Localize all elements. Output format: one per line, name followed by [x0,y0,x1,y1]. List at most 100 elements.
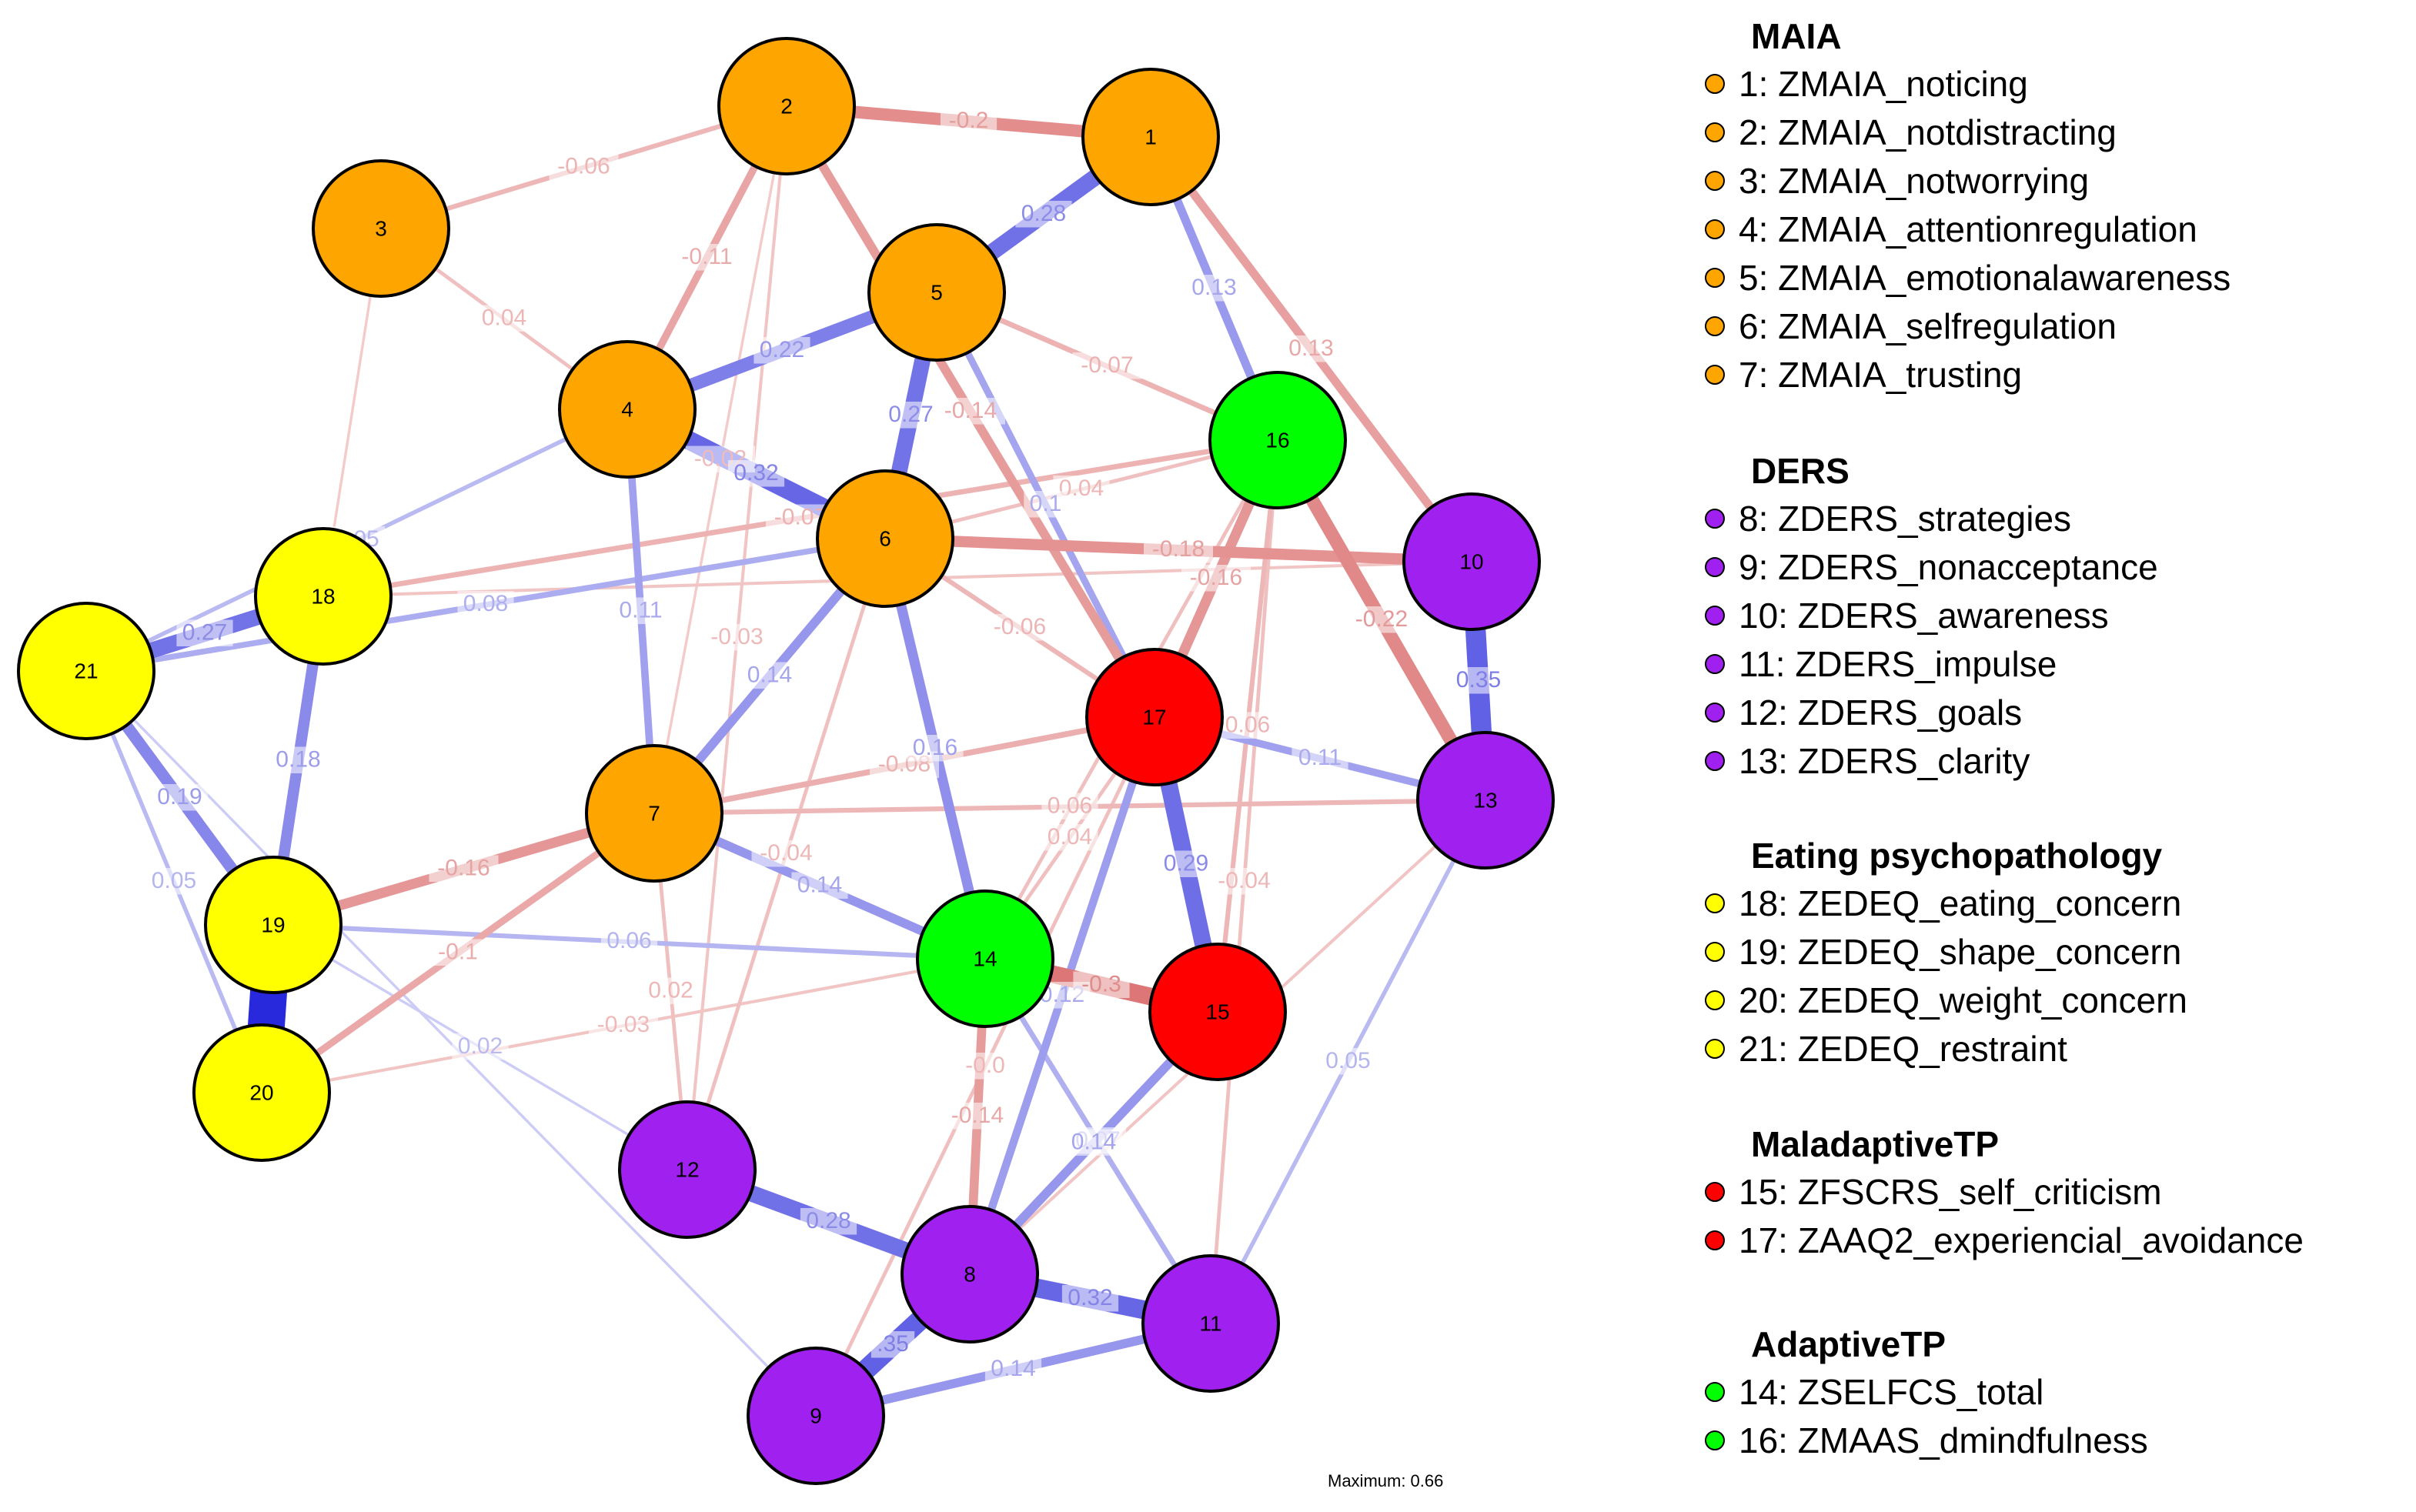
node-3 [312,159,450,298]
node-14 [916,890,1054,1028]
edge-label-bg-16-17 [1181,565,1251,592]
edge-label-bg-6-17 [985,614,1054,641]
legend-item: 2: ZMAIA_notdistracting [1705,112,2117,153]
edge-label-bg-2-4 [672,244,742,271]
legend-item: 10: ZDERS_awareness [1705,595,2109,636]
edge-label-6-7: 0.14 [747,662,792,687]
node-label-17: 17 [1142,705,1166,729]
legend-item: 3: ZMAIA_notworrying [1705,160,2089,202]
legend-dot-icon [1705,605,1725,626]
node-label-16: 16 [1265,428,1289,452]
legend-item-label: 11: ZDERS_impulse [1739,644,2057,684]
node-11 [1141,1254,1280,1393]
edge-label-bg-5-16 [1072,352,1142,379]
edge-label-bg-16-13 [1347,606,1416,633]
legend-dot-icon [1705,267,1725,288]
node-label-21: 21 [74,659,98,683]
edge-label-10-13: 0.35 [1456,667,1501,693]
edge-label-bg-1-10 [1282,335,1340,362]
node-6 [816,469,954,608]
legend-item: 4: ZMAIA_attentionregulation [1705,209,2197,250]
edge-label-bg-6-10 [1144,536,1213,563]
edge-label-bg-4-5 [754,337,810,364]
edge-label-6-17: -0.06 [994,614,1046,639]
node-label-9: 9 [810,1404,822,1427]
node-20 [192,1023,331,1162]
node-21 [17,602,155,740]
edge-label-bg-12-6 [751,840,821,867]
edge-label-bg-19-12 [452,1033,509,1060]
edge-label-bg-8-15 [1065,1129,1122,1156]
edge-label-bg-6-14 [907,735,964,762]
edge-label-bg-17-13 [1292,745,1348,772]
edge-label-1-2: -0.2 [949,108,989,133]
edge-label-17-13: 0.11 [1298,745,1342,770]
legend-item: 15: ZFSCRS_self_criticism [1705,1171,2162,1213]
edge-label-bg-7-12 [642,977,700,1004]
edge-label-bg-15-17 [1158,850,1215,877]
node-label-13: 13 [1473,788,1497,812]
edge-label-12-6: -0.04 [760,840,812,866]
legend-item: 21: ZEDEQ_restraint [1705,1028,2067,1070]
edge-label-2-4: -0.11 [681,244,732,269]
legend-dot-icon [1705,73,1725,94]
legend-dot-icon [1705,750,1725,771]
legend-item-label: 3: ZMAIA_notworrying [1739,161,2090,201]
legend-item-label: 2: ZMAIA_notdistracting [1739,112,2117,152]
node-label-12: 12 [675,1157,699,1181]
legend-item-label: 18: ZEDEQ_eating_concern [1739,883,2182,923]
node-label-5: 5 [931,280,943,304]
edge-label-bg-19-14 [600,928,658,955]
edge-label-bg-2-17 [936,398,1005,425]
node-label-1: 1 [1145,125,1157,149]
legend-item-label: 17: ZAAQ2_experiencial_avoidance [1739,1220,2304,1260]
edge-label-bg-12-2 [702,624,772,651]
legend-dot-icon [1705,508,1725,529]
legend-item: 14: ZSELFCS_total [1705,1371,2043,1413]
edge-label-1-5: 0.28 [1021,201,1066,226]
legend-dot-icon [1705,1181,1725,1202]
node-18 [254,527,393,666]
legend-item: 7: ZMAIA_trusting [1705,354,2022,396]
node-label-11: 11 [1199,1311,1221,1335]
node-label-18: 18 [311,584,335,608]
edge-label-6-14: 0.16 [913,735,957,760]
edge-label-bg-21-6 [457,591,514,618]
edge-label-20-7: -0.1 [438,939,478,964]
edge-label-11-16: -0.04 [1218,868,1270,893]
edge-label-bg-10-13 [1450,667,1507,694]
node-label-14: 14 [973,946,997,970]
edge-label-bg-1-16 [1185,275,1243,302]
legend-item: 11: ZDERS_impulse [1705,643,2057,685]
edge-label-bg-5-6 [882,402,940,429]
node-19 [204,856,343,994]
legend-item-label: 14: ZSELFCS_total [1739,1372,2044,1412]
legend-item-label: 12: ZDERS_goals [1739,693,2023,733]
edge-label-7-12: 0.02 [648,977,693,1003]
edge-label-bg-2-3 [549,153,619,180]
network-edge-labels: -0.020.02-0.030.03-0.030.040.040.04-0.04… [145,108,1507,1383]
edge-label-1-10: 0.13 [1288,335,1333,361]
edge-label-bg-3-4 [476,305,533,332]
edge-label-1-16: 0.13 [1191,275,1236,300]
legend-dot-icon [1705,315,1725,336]
legend-item: 16: ZMAAS_dmindfulness [1705,1420,2148,1461]
edge-label-bg-8-14 [943,1103,1012,1130]
node-4 [558,340,697,479]
legend-item-label: 7: ZMAIA_trusting [1739,355,2023,395]
legend-group-title-0: MAIA [1751,16,1842,56]
node-label-3: 3 [375,216,387,240]
node-label-15: 15 [1205,1000,1229,1023]
node-5 [867,223,1006,362]
edge-label-4-7: 0.11 [619,597,662,622]
legend-dot-icon [1705,122,1725,142]
edge-label-4-5: 0.22 [760,337,804,362]
edge-label-bg-14-15 [1073,971,1130,998]
node-label-6: 6 [879,526,891,550]
legend-group-title-3: MaladaptiveTP [1751,1124,2000,1164]
edge-label-8-11: 0.32 [1068,1285,1112,1310]
legend-dot-icon [1705,653,1725,674]
legend-dot-icon [1705,702,1725,723]
